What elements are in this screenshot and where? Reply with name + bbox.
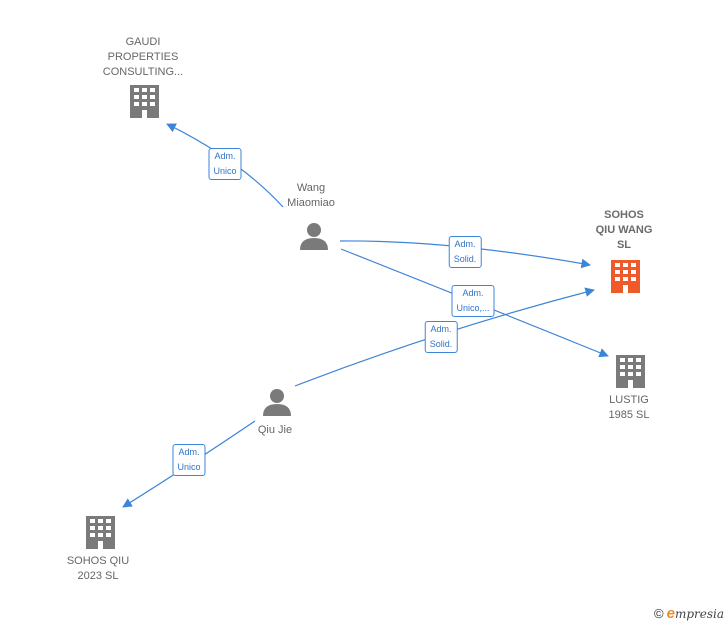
person-icon[interactable] [263, 389, 291, 416]
brand-name: mpresia [674, 607, 724, 621]
person-icon[interactable] [300, 223, 328, 250]
edge-label-qiu-sohos2023: Adm. Unico [172, 444, 206, 476]
node-label-sohos-2023[interactable]: SOHOS QIU 2023 SL [66, 555, 130, 582]
building-icon[interactable] [86, 516, 115, 549]
edge-label-wang-gaudi: Adm. Unico [208, 148, 242, 180]
node-label-lustig[interactable]: LUSTIG 1985 SL [608, 394, 650, 421]
node-label-sohos-qiu-wang[interactable]: SOHOS QIU WANG SL [595, 209, 653, 251]
edge-label-qiu-sohos: Adm. Solid. [424, 321, 458, 353]
building-icon[interactable] [616, 355, 645, 388]
building-icon[interactable] [130, 85, 159, 118]
node-label-qiu-jie[interactable]: Qiu Jie [257, 424, 293, 436]
edge-label-wang-sohos: Adm. Solid. [448, 236, 482, 268]
node-label-wang[interactable]: Wang Miaomiao [287, 182, 335, 209]
node-label-gaudi[interactable]: GAUDI PROPERTIES CONSULTING... [102, 36, 184, 78]
building-icon-highlight[interactable] [611, 260, 640, 293]
edge-label-wang-lustig: Adm. Unico,... [451, 285, 495, 317]
brand-initial: e [666, 605, 675, 622]
empresia-logo: ©empresia [654, 605, 724, 622]
copyright-symbol: © [654, 606, 664, 621]
